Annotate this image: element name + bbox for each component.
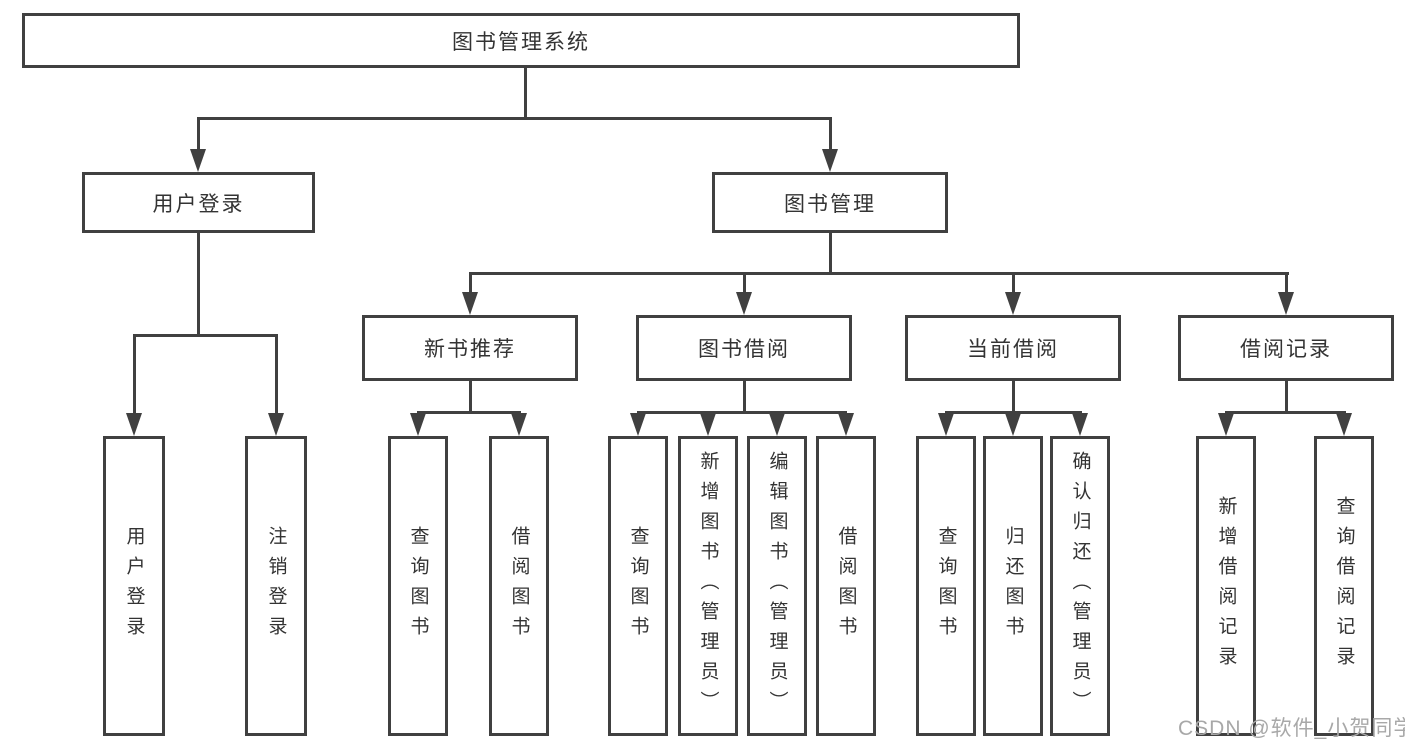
arrowhead-cb-return	[1005, 413, 1021, 436]
arrowhead-book-mgmt	[822, 149, 838, 172]
arrowhead-bb-add	[700, 413, 716, 436]
arrowhead-cb-confirm	[1072, 413, 1088, 436]
arrowhead-nb-query	[410, 413, 426, 436]
connector-drop-user-login	[197, 117, 200, 151]
connector-current-borrow-stem	[1012, 381, 1015, 414]
node-book-mgmt: 图书管理	[712, 172, 948, 233]
node-root-library-system: 图书管理系统	[22, 13, 1020, 68]
node-leaf-br-query-record: 查询借阅记录	[1314, 436, 1374, 736]
arrowhead-user-login	[190, 149, 206, 172]
connector-borrow-record-hline	[1225, 411, 1346, 414]
connector-book-mgmt-stem	[829, 232, 832, 275]
node-leaf-nb-query-book: 查询图书	[388, 436, 448, 736]
arrowhead-cb-query	[938, 413, 954, 436]
node-leaf-bb-add-book: 新增图书（管理员）	[678, 436, 738, 736]
csdn-watermark: CSDN @软件_小贺同学	[1178, 717, 1405, 740]
arrowhead-logout	[268, 413, 284, 436]
node-leaf-br-add-record: 新增借阅记录	[1196, 436, 1256, 736]
node-leaf-cb-query-book: 查询图书	[916, 436, 976, 736]
connector-drop-current-borrow	[1012, 272, 1015, 294]
node-leaf-user-login: 用户登录	[103, 436, 165, 736]
connector-borrow-record-stem	[1285, 381, 1288, 414]
arrowhead-login	[126, 413, 142, 436]
node-user-login: 用户登录	[82, 172, 315, 233]
node-book-borrow: 图书借阅	[636, 315, 852, 381]
arrowhead-new-book-rec	[462, 292, 478, 315]
arrowhead-br-query	[1336, 413, 1352, 436]
node-leaf-cb-return-book: 归还图书	[983, 436, 1043, 736]
node-leaf-cb-confirm-return: 确认归还（管理员）	[1050, 436, 1110, 736]
arrowhead-nb-borrow	[511, 413, 527, 436]
connector-new-book-rec-hline	[417, 411, 521, 414]
node-borrow-record: 借阅记录	[1178, 315, 1394, 381]
node-leaf-bb-query-book: 查询图书	[608, 436, 668, 736]
connector-level2-hline	[469, 272, 1289, 275]
arrowhead-br-add	[1218, 413, 1234, 436]
node-leaf-logout: 注销登录	[245, 436, 307, 736]
node-leaf-bb-edit-book: 编辑图书（管理员）	[747, 436, 807, 736]
node-leaf-bb-borrow-book: 借阅图书	[816, 436, 876, 736]
connector-drop-book-borrow	[743, 272, 746, 294]
node-current-borrow: 当前借阅	[905, 315, 1121, 381]
connector-user-login-stem	[197, 232, 200, 337]
connector-root-stem	[524, 68, 527, 118]
arrowhead-book-borrow	[736, 292, 752, 315]
connector-drop-new-book-rec	[469, 272, 472, 294]
arrowhead-borrow-record	[1278, 292, 1294, 315]
node-new-book-rec: 新书推荐	[362, 315, 578, 381]
arrowhead-current-borrow	[1005, 292, 1021, 315]
arrowhead-bb-borrow	[838, 413, 854, 436]
connector-user-login-hline	[133, 334, 278, 337]
arrowhead-bb-query	[630, 413, 646, 436]
connector-drop-borrow-record	[1285, 272, 1288, 294]
arrowhead-bb-edit	[769, 413, 785, 436]
connector-drop-book-mgmt	[829, 117, 832, 151]
connector-drop-login	[133, 334, 136, 414]
connector-book-borrow-stem	[743, 381, 746, 414]
connector-current-borrow-hline	[945, 411, 1082, 414]
node-leaf-nb-borrow-book: 借阅图书	[489, 436, 549, 736]
connector-book-borrow-hline	[637, 411, 847, 414]
connector-level1-hline	[197, 117, 831, 120]
connector-new-book-rec-stem	[469, 381, 472, 414]
connector-drop-logout	[275, 334, 278, 414]
